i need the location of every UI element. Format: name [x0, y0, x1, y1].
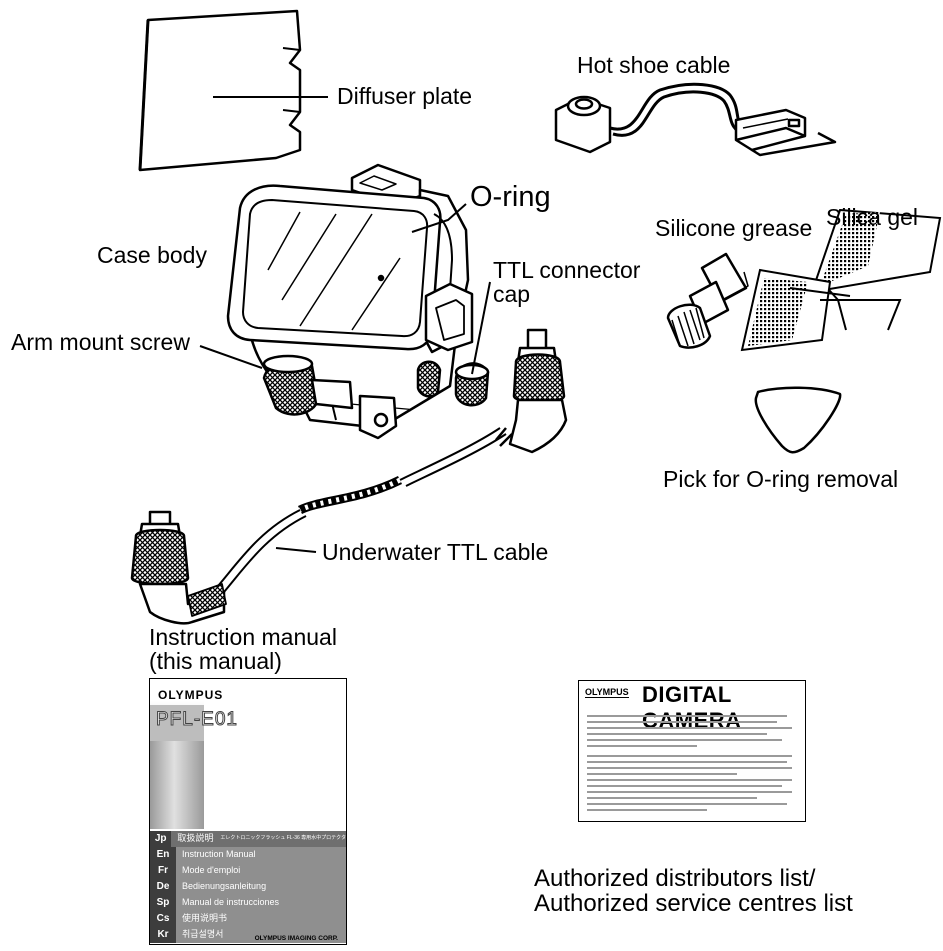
- underwater-ttl-cable-label: Underwater TTL cable: [322, 539, 549, 565]
- silica-gel-drawing: [740, 208, 942, 352]
- pick-label: Pick for O-ring removal: [663, 466, 899, 492]
- manual-language-row: Kr 취급설명서: [150, 927, 346, 943]
- language-name: 取扱説明書: [177, 833, 214, 843]
- ttl-connector-cap-label-line2: cap: [493, 281, 531, 308]
- silicone-grease-label: Silicone grease: [655, 215, 813, 241]
- silica-gel-label: Silica gel: [826, 204, 919, 230]
- leaflet-text-line: [587, 791, 792, 793]
- leaflet-text-line: [587, 745, 697, 747]
- language-name: 취급설명서: [182, 929, 224, 939]
- leaflet-text-line: [587, 721, 777, 723]
- diffuser-plate-label: Diffuser plate: [337, 83, 473, 109]
- distributors-list-label-line1: Authorized distributors list/: [534, 865, 816, 892]
- manual-brand: OLYMPUS: [158, 688, 224, 702]
- manual-language-row: En Instruction Manual: [150, 847, 346, 863]
- manual-language-row: Jp 取扱説明書 エレクトロニックフラッシュ FL-36 専用水中プロテクタ: [150, 831, 346, 847]
- leaflet-text-line: [587, 727, 792, 729]
- o-ring-label: O-ring: [470, 181, 551, 213]
- case-body-drawing: [226, 163, 490, 440]
- diffuser-plate-drawing: [138, 9, 302, 172]
- language-name: Instruction Manual: [182, 849, 256, 859]
- manual-language-list: Jp 取扱説明書 エレクトロニックフラッシュ FL-36 専用水中プロテクタ E…: [150, 831, 346, 943]
- leaflet-text-line: [587, 785, 782, 787]
- manual-model-band: [150, 705, 204, 741]
- language-code: Cs: [150, 911, 176, 927]
- language-note: エレクトロニックフラッシュ FL-36 専用水中プロテクタ: [220, 835, 346, 841]
- language-name: Mode d'emploi: [182, 865, 241, 875]
- case-body-label: Case body: [97, 242, 207, 268]
- leaflet-text-line: [587, 809, 707, 811]
- leaflet-text-line: [587, 739, 782, 741]
- distributors-list-label: Authorized distributors list/ Authorized…: [534, 865, 853, 918]
- language-name: Bedienungsanleitung: [182, 881, 267, 891]
- manual-language-row: Fr Mode d'emploi: [150, 863, 346, 879]
- instruction-manual-label-line2: (this manual): [149, 648, 282, 675]
- leaflet-text-line: [587, 761, 787, 763]
- ttl-connector-cap-label-line1: TTL connector: [493, 257, 641, 283]
- language-code: Sp: [150, 895, 176, 911]
- hot-shoe-cable-drawing: [554, 82, 837, 157]
- leaflet-brand: OLYMPUS: [585, 687, 629, 698]
- language-code: Jp: [150, 831, 172, 847]
- manual-language-row: Cs 使用说明书: [150, 911, 346, 927]
- hot-shoe-cable-label: Hot shoe cable: [577, 52, 731, 78]
- leaflet-text-line: [587, 803, 787, 805]
- pick-drawing: [754, 386, 842, 454]
- manual-model: PFL-E01: [156, 709, 238, 731]
- leaflet-text-line: [587, 773, 737, 775]
- manual-corp: OLYMPUS IMAGING CORP.: [254, 935, 338, 942]
- leader-lines: [199, 96, 491, 553]
- distributors-list-label-line2: Authorized service centres list: [534, 890, 853, 918]
- leaflet-text-line: [587, 755, 792, 757]
- instruction-manual-label-line1: Instruction manual: [149, 624, 337, 650]
- language-code: Fr: [150, 863, 176, 879]
- distributors-leaflet: OLYMPUS DIGITAL CAMERA: [578, 680, 806, 822]
- leaflet-text-line: [587, 767, 792, 769]
- silicone-grease-drawing: [666, 252, 749, 349]
- manual-language-row: Sp Manual de instrucciones: [150, 895, 346, 911]
- manual-language-row: De Bedienungsanleitung: [150, 879, 346, 895]
- leaflet-text-line: [587, 715, 787, 717]
- arm-mount-screw-label: Arm mount screw: [11, 329, 190, 355]
- manual-column: [150, 741, 204, 829]
- language-code: En: [150, 847, 176, 863]
- ttl-connector-cap-label: TTL connector cap: [493, 258, 640, 306]
- instruction-manual-cover: OLYMPUS PFL-E01 Jp 取扱説明書 エレクトロニックフラッシュ F…: [149, 678, 347, 945]
- language-name: Manual de instrucciones: [182, 897, 280, 907]
- instruction-manual-label: Instruction manual (this manual): [149, 625, 337, 673]
- leaflet-text-line: [587, 797, 757, 799]
- language-code: Kr: [150, 927, 176, 943]
- language-name: 使用说明书: [182, 913, 228, 923]
- underwater-ttl-cable-drawing: [130, 328, 568, 625]
- leaflet-text-line: [587, 733, 767, 735]
- language-code: De: [150, 879, 176, 895]
- leaflet-text-line: [587, 779, 792, 781]
